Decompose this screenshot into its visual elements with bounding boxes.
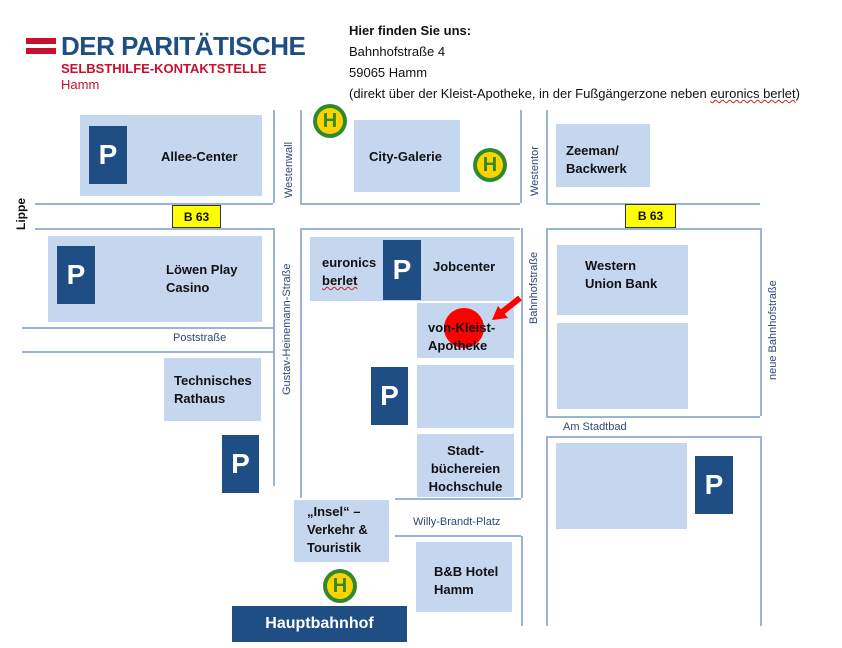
street-line-stadtbad-south (546, 436, 760, 438)
street-label-gustav: Gustav-Heinemann-Straße (281, 263, 293, 395)
hauptbahnhof-banner: Hauptbahnhof (232, 606, 407, 642)
parking-icon: P (57, 246, 95, 304)
label-western-union: Western Union Bank (585, 258, 658, 291)
block-bb-hotel (416, 542, 512, 612)
parking-icon: P (222, 435, 259, 493)
label-technisches-rathaus: Technisches Rathaus (174, 373, 252, 406)
logo: DER PARITÄTISCHE SELBSTHILFE-KONTAKTSTEL… (26, 31, 306, 93)
street-line-stadtbad-north (546, 416, 760, 418)
block-insel (294, 500, 389, 562)
block-east-empty-1 (557, 323, 688, 409)
logo-city: Hamm (61, 77, 100, 92)
address-street: Bahnhofstraße 4 (349, 44, 446, 59)
block-stadtbuechereien (417, 434, 514, 497)
address-note-prefix: (direkt über der Kleist-Apotheke, in der… (349, 86, 711, 101)
label-euronics: euronics (322, 255, 377, 270)
street-line-poststrasse-bottom (22, 351, 273, 353)
street-label-willy-brandt-platz: Willy-Brandt-Platz (413, 516, 501, 528)
block-city-galerie (354, 120, 460, 192)
parking-icon: P (695, 456, 733, 514)
block-east-empty-2 (556, 443, 687, 529)
block-technisches-rathaus (164, 358, 261, 421)
bus-stop-letter: H (477, 152, 503, 178)
logo-subtitle: SELBSTHILFE-KONTAKTSTELLE (61, 61, 267, 76)
location-marker (444, 308, 484, 348)
street-line-b63-mid (300, 228, 520, 230)
label-apotheke: von-Kleist- Apotheke (428, 320, 496, 353)
logo-mark (26, 38, 56, 44)
street-label-poststrasse: Poststraße (173, 332, 227, 344)
street-line-b63-left (35, 228, 273, 230)
street-line-city-east (520, 110, 522, 203)
street-line-south-mid-west (521, 536, 523, 626)
road-sign-b63-right: B 63 (625, 204, 676, 228)
block-middle-empty (417, 365, 514, 428)
label-loewen-casino: Löwen Play Casino (166, 262, 238, 295)
bus-stop-letter: H (327, 573, 353, 599)
label-berlet: berlet (322, 273, 358, 288)
parking-icon: P (89, 126, 127, 184)
label-zeeman: Zeeman/ Backwerk (566, 143, 627, 176)
street-line-city-west (300, 110, 302, 203)
arrow-icon (492, 295, 522, 320)
street-line-willy-top (395, 498, 521, 500)
street-line-westentor (546, 110, 548, 203)
address-heading: Hier finden Sie uns: (349, 23, 472, 38)
street-line-westenwall (273, 110, 275, 203)
street-label-westentor: Westentor (529, 146, 541, 196)
street-line-bahnhof-west (521, 228, 523, 498)
street-label-bahnhofstrasse: Bahnhofstraße (528, 251, 540, 324)
street-label-am-stadtbad: Am Stadtbad (563, 421, 627, 433)
street-line-top-left (35, 203, 273, 205)
street-line-south-mid (546, 436, 548, 626)
label-allee-center: Allee-Center (161, 149, 238, 164)
logo-title: DER PARITÄTISCHE (61, 31, 306, 61)
parking-icon: P (383, 240, 421, 300)
street-line-poststrasse-top (22, 327, 273, 329)
street-line-neue-bahnhof (760, 228, 762, 416)
label-insel: „Insel“ – Verkehr & Touristik (307, 504, 368, 555)
label-bb-hotel: B&B Hotel Hamm (434, 564, 499, 597)
street-line-south-east (760, 436, 762, 626)
street-line-bahnhof-east (546, 228, 548, 416)
address-note: (direkt über der Kleist-Apotheke, in der… (349, 83, 819, 104)
label-jobcenter: Jobcenter (433, 259, 496, 274)
street-line-willy-bottom (395, 535, 521, 537)
address-block: Hier finden Sie uns: Bahnhofstraße 4 590… (349, 20, 819, 104)
block-western-union (557, 245, 688, 315)
bus-stop-icon: H (473, 148, 507, 182)
address-note-link: euronics berlet (710, 86, 796, 101)
street-line-city-bottom (300, 203, 520, 205)
bus-stop-icon: H (313, 104, 347, 138)
bus-stop-letter: H (317, 108, 343, 134)
address-note-suffix: ) (795, 86, 800, 101)
road-sign-b63-left: B 63 (172, 205, 221, 228)
bus-stop-icon: H (323, 569, 357, 603)
block-zeeman (556, 124, 650, 187)
street-label-lippe: Lippe (14, 198, 28, 230)
street-label-neue-bahnhofstrasse: neue Bahnhofstraße (767, 280, 779, 380)
label-city-galerie: City-Galerie (369, 149, 442, 164)
street-line-gustav-east (300, 228, 302, 498)
street-label-westenwall: Westenwall (283, 141, 295, 198)
street-line-b63-right (546, 228, 760, 230)
parking-icon: P (371, 367, 408, 425)
logo-mark-lower (26, 48, 56, 54)
label-stadtbuechereien: Stadt- büchereien Hochschule (428, 443, 503, 494)
street-line-gustav-west (273, 228, 275, 486)
address-city: 59065 Hamm (349, 65, 428, 80)
